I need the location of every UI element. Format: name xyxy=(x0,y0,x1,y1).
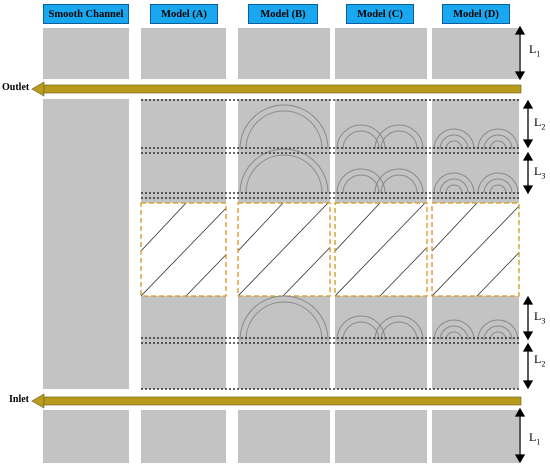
header-smooth-channel: Smooth Channel xyxy=(43,4,129,24)
lower-l3-label: L3 xyxy=(534,309,546,326)
top-l1-label: L1 xyxy=(529,42,541,59)
model-a-top xyxy=(141,28,226,79)
section-boundaries xyxy=(141,99,521,390)
upper-l3-dimension xyxy=(522,151,534,195)
lower-l3-dimension xyxy=(522,295,534,341)
model-b-top xyxy=(238,28,330,79)
model-b-lower-arcs xyxy=(239,295,329,341)
model-d-top xyxy=(432,28,519,79)
header-model-b: Model (B) xyxy=(248,4,318,24)
bottom-l1-dimension xyxy=(514,407,526,464)
model-c-hatch xyxy=(335,203,427,296)
inlet-label: Inlet xyxy=(9,394,29,405)
model-b-hatch xyxy=(238,203,330,296)
outlet-arrow xyxy=(31,81,522,97)
model-a-dashed-outline xyxy=(140,202,227,297)
header-model-c: Model (C) xyxy=(346,4,414,24)
model-d-dashed-outline xyxy=(431,202,520,297)
model-a-bottom xyxy=(141,410,226,463)
upper-l2-label: L2 xyxy=(534,115,546,132)
model-b-bottom xyxy=(238,410,330,463)
model-b-dashed-outline xyxy=(237,202,331,297)
model-c-upper-arcs xyxy=(336,124,424,194)
upper-l2-dimension xyxy=(522,99,534,149)
outlet-label: Outlet xyxy=(2,82,30,93)
inlet-arrow xyxy=(31,393,522,409)
upper-l3-label: L3 xyxy=(534,164,546,181)
bottom-l1-label: L1 xyxy=(529,430,541,447)
header-model-a: Model (A) xyxy=(150,4,218,24)
smooth-channel-body xyxy=(43,99,129,389)
model-a-hatch xyxy=(141,203,226,296)
model-c-lower-arcs xyxy=(336,315,424,341)
model-d-bottom xyxy=(432,410,519,463)
model-a-ribbed-section xyxy=(141,203,226,296)
model-d-upper-arcs xyxy=(433,128,519,194)
smooth-channel-top xyxy=(43,28,129,79)
lower-l2-label: L2 xyxy=(534,352,546,369)
model-c-bottom xyxy=(335,410,427,463)
header-model-d: Model (D) xyxy=(442,4,510,24)
model-d-hatch xyxy=(432,203,519,296)
top-l1-dimension xyxy=(514,25,526,81)
smooth-channel-bottom xyxy=(43,410,129,463)
ribbed-sections xyxy=(140,202,520,297)
model-c-top xyxy=(335,28,427,79)
rib-patterns xyxy=(239,104,519,341)
model-c-dashed-outline xyxy=(334,202,428,297)
lower-l2-dimension xyxy=(522,342,534,390)
dimension-arrows xyxy=(514,25,534,464)
model-b-upper-arcs xyxy=(239,104,329,194)
orange-dashed-outlines xyxy=(140,202,520,297)
